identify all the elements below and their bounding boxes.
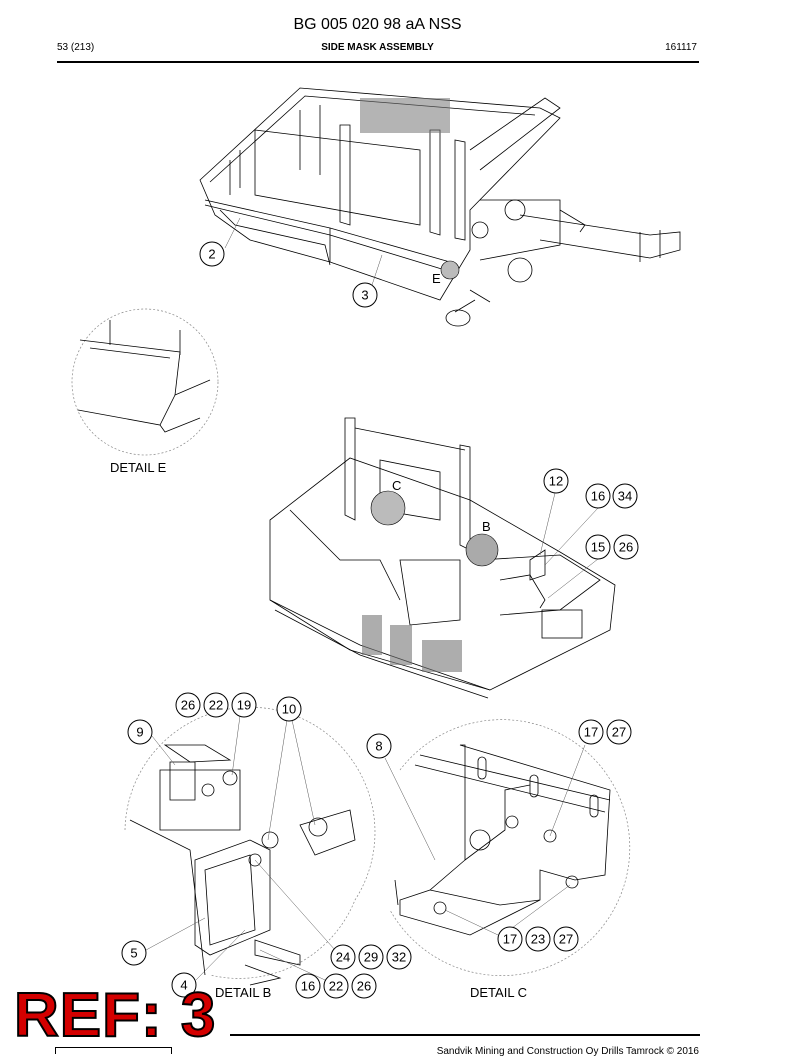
- callout-17-c2: 17: [497, 926, 523, 952]
- callout-27-c: 27: [606, 719, 632, 745]
- callout-2: 2: [199, 217, 241, 267]
- view-marker-c: C: [392, 478, 401, 493]
- detail-b-callouts: 26 22 19 10 9 5 4 24 29 32 16 22 26: [121, 692, 412, 999]
- svg-text:27: 27: [559, 932, 573, 947]
- company-logo-fragment: [55, 1047, 172, 1054]
- footer-rule: [230, 1034, 700, 1036]
- callout-16-b: 16: [295, 973, 321, 999]
- callout-4: 4: [171, 972, 197, 998]
- callout-26-b2: 26: [351, 973, 377, 999]
- view-marker-e: E: [432, 271, 441, 286]
- detail-c-label: DETAIL C: [470, 985, 527, 1000]
- callout-26-b: 26: [175, 692, 201, 718]
- svg-text:34: 34: [618, 489, 632, 504]
- section-title: SIDE MASK ASSEMBLY: [321, 42, 434, 53]
- svg-text:22: 22: [329, 979, 343, 994]
- svg-text:24: 24: [336, 950, 350, 965]
- callout-16-mid: 16: [585, 483, 611, 509]
- callout-10: 10: [276, 696, 302, 722]
- callout-23: 23: [525, 926, 551, 952]
- svg-text:15: 15: [591, 540, 605, 555]
- callout-17-c: 17: [578, 719, 604, 745]
- detail-c-drawing: [389, 719, 631, 976]
- svg-text:16: 16: [591, 489, 605, 504]
- svg-text:29: 29: [364, 950, 378, 965]
- callout-12: 12: [543, 468, 569, 494]
- callout-32: 32: [386, 944, 412, 970]
- svg-text:10: 10: [282, 702, 296, 717]
- svg-text:4: 4: [180, 978, 187, 993]
- callout-27-c2: 27: [553, 926, 579, 952]
- svg-text:32: 32: [392, 950, 406, 965]
- callout-22-b: 22: [203, 692, 229, 718]
- svg-text:22: 22: [209, 698, 223, 713]
- svg-text:17: 17: [503, 932, 517, 947]
- svg-text:17: 17: [584, 725, 598, 740]
- svg-text:16: 16: [301, 979, 315, 994]
- callout-24: 24: [330, 944, 356, 970]
- svg-text:26: 26: [357, 979, 371, 994]
- header-rule: [57, 61, 699, 63]
- svg-text:12: 12: [549, 474, 563, 489]
- svg-text:23: 23: [531, 932, 545, 947]
- callout-5: 5: [121, 940, 147, 966]
- svg-text:3: 3: [361, 288, 368, 303]
- view-marker-b: B: [482, 519, 491, 534]
- callout-26-mid: 26: [613, 534, 639, 560]
- callout-9: 9: [127, 719, 153, 745]
- callout-22-b2: 22: [323, 973, 349, 999]
- svg-text:5: 5: [130, 946, 137, 961]
- svg-text:9: 9: [136, 725, 143, 740]
- svg-text:27: 27: [612, 725, 626, 740]
- svg-text:8: 8: [375, 739, 382, 754]
- detail-b-label: DETAIL B: [215, 985, 271, 1000]
- callout-34: 34: [612, 483, 638, 509]
- date-code: 161117: [665, 42, 697, 53]
- top-frame-drawing: [199, 87, 681, 327]
- middle-callouts: 12 16 34 15 26: [539, 468, 639, 599]
- detail-e-label: DETAIL E: [110, 460, 167, 475]
- page-number: 53 (213): [57, 42, 95, 53]
- svg-text:2: 2: [208, 247, 215, 262]
- svg-text:26: 26: [619, 540, 633, 555]
- callout-19: 19: [231, 692, 257, 718]
- callout-29: 29: [358, 944, 384, 970]
- svg-text:26: 26: [181, 698, 195, 713]
- footer-copyright: Sandvik Mining and Construction Oy Drill…: [436, 1046, 699, 1057]
- ref-stamp: REF: 3: [13, 981, 217, 1050]
- callout-8: 8: [366, 733, 392, 759]
- detail-e-drawing: [71, 308, 219, 456]
- document-title: BG 005 020 98 aA NSS: [293, 16, 462, 33]
- detail-b-drawing: [124, 706, 376, 986]
- callout-3: 3: [352, 254, 383, 308]
- callout-15: 15: [585, 534, 611, 560]
- middle-frame-drawing: [269, 417, 616, 699]
- svg-text:19: 19: [237, 698, 251, 713]
- detail-c-callouts: 8 17 27 17 23 27: [366, 719, 632, 952]
